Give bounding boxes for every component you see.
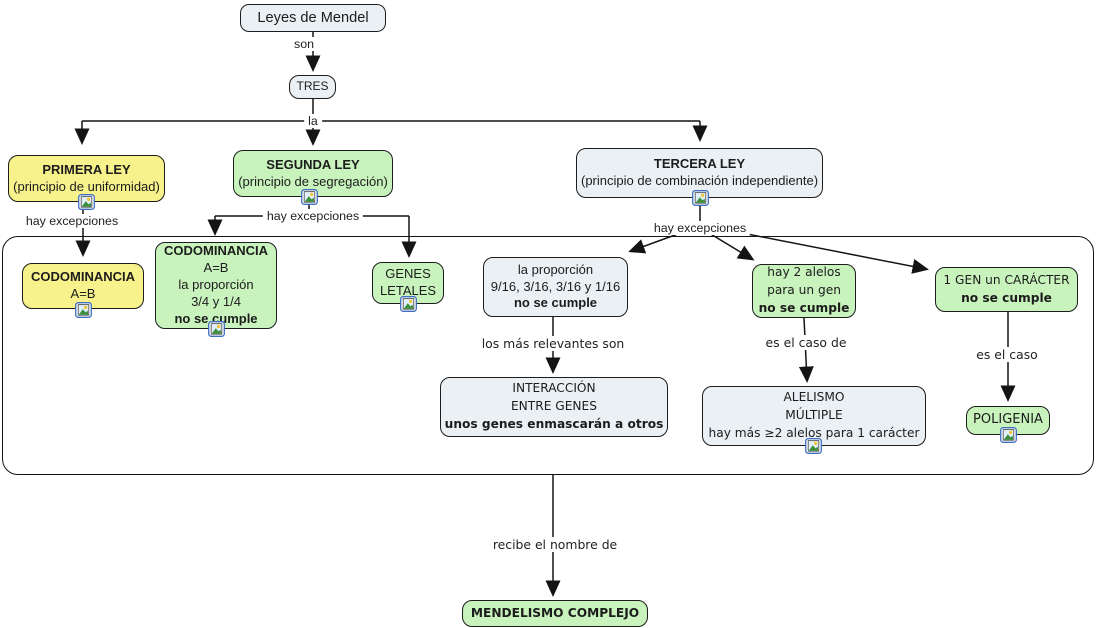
concept-line: (principio de combinación independiente): [580, 173, 819, 188]
concept-line: PRIMERA LEY: [42, 161, 131, 177]
concept-line: 9/16, 3/16, 3/16 y 1/16: [490, 278, 621, 294]
concept-mendelismo-complejo[interactable]: MENDELISMO COMPLEJO: [462, 600, 648, 627]
image-resource-icon[interactable]: [692, 190, 709, 206]
concept-line: no se cumple: [961, 290, 1052, 305]
concept-line: A=B: [203, 260, 229, 276]
concept-line: no se cumple: [758, 300, 850, 315]
concept-line: no se cumple: [513, 295, 598, 311]
concept-line: 1 GEN un CARÁCTER: [943, 272, 1070, 287]
link-label-es-el-caso[interactable]: es el caso: [972, 347, 1042, 362]
concept-proporcion-no-se-cumple[interactable]: la proporción 9/16, 3/16, 3/16 y 1/16 no…: [483, 257, 628, 317]
concept-tres[interactable]: TRES: [289, 75, 336, 99]
link-label-los-mas-relevantes[interactable]: los más relevantes son: [477, 336, 629, 351]
image-resource-icon[interactable]: [301, 189, 318, 205]
concept-line: CODOMINANCIA: [31, 269, 135, 285]
image-resource-icon[interactable]: [208, 321, 225, 337]
link-label-es-el-caso-de[interactable]: es el caso de: [761, 335, 851, 350]
concept-primera-ley[interactable]: PRIMERA LEY (principio de uniformidad): [8, 155, 165, 202]
link-label-recibe-el-nombre-de[interactable]: recibe el nombre de: [488, 537, 622, 552]
image-resource-icon[interactable]: [78, 194, 95, 210]
concept-line: ALELISMO: [783, 390, 845, 405]
concept-line: 3/4 y 1/4: [191, 293, 241, 309]
concept-line: unos genes enmascarán a otros: [444, 416, 664, 431]
concept-line: SEGUNDA LEY: [266, 156, 360, 172]
concept-leyes-de-mendel[interactable]: Leyes de Mendel: [240, 4, 386, 32]
concept-line: TRES: [296, 79, 329, 94]
concept-line: GENES: [385, 266, 431, 282]
concept-segunda-ley[interactable]: SEGUNDA LEY (principio de segregación): [233, 150, 393, 197]
concept-line: hay más ≥2 alelos para 1 carácter: [708, 425, 920, 440]
image-resource-icon[interactable]: [805, 438, 822, 454]
image-resource-icon[interactable]: [1000, 427, 1017, 443]
link-label-hay-excepciones-tercera[interactable]: hay excepciones: [649, 221, 751, 235]
link-label-son[interactable]: son: [290, 37, 318, 51]
link-label-la[interactable]: la: [304, 114, 322, 128]
exceptions-group-box[interactable]: [2, 236, 1094, 475]
concept-line: MENDELISMO COMPLEJO: [470, 605, 640, 620]
concept-alelismo-multiple[interactable]: ALELISMO MÚLTIPLE hay más ≥2 alelos para…: [702, 386, 926, 446]
concept-hay-2-alelos[interactable]: hay 2 alelos para un gen no se cumple: [752, 264, 856, 318]
concept-line: TERCERA LEY: [653, 156, 746, 172]
concept-interaccion-entre-genes[interactable]: INTERACCIÓN ENTRE GENES unos genes enmas…: [440, 377, 668, 437]
concept-line: MÚLTIPLE: [785, 408, 843, 423]
concept-codominancia-yellow[interactable]: CODOMINANCIA A=B: [22, 263, 144, 309]
concept-line: (principio de segregación): [238, 173, 388, 189]
concept-line: POLIGENIA: [973, 412, 1043, 428]
concept-line: CODOMINANCIA: [164, 243, 268, 259]
concept-line: hay 2 alelos: [767, 265, 841, 280]
concept-line: A=B: [70, 286, 96, 301]
image-resource-icon[interactable]: [75, 302, 92, 318]
image-resource-icon[interactable]: [400, 296, 417, 312]
link-label-hay-excepciones-segunda[interactable]: hay excepciones: [262, 209, 364, 223]
link-label-hay-excepciones-primera[interactable]: hay excepciones: [21, 214, 123, 228]
concept-1-gen-un-caracter[interactable]: 1 GEN un CARÁCTER no se cumple: [935, 267, 1078, 312]
concept-line: para un gen: [767, 283, 841, 298]
concept-line: la proporción: [517, 261, 594, 277]
concept-line: no se cumple: [174, 310, 258, 326]
concept-line: INTERACCIÓN: [512, 381, 596, 396]
concept-line: la proporción: [178, 277, 254, 293]
concept-codominancia-green[interactable]: CODOMINANCIA A=B la proporción 3/4 y 1/4…: [155, 242, 277, 329]
concept-line: Leyes de Mendel: [257, 9, 369, 26]
concept-line: LETALES: [379, 283, 437, 298]
concept-line: (principio de uniformidad): [13, 178, 160, 194]
concept-line: ENTRE GENES: [510, 399, 597, 414]
concept-tercera-ley[interactable]: TERCERA LEY (principio de combinación in…: [576, 148, 823, 198]
